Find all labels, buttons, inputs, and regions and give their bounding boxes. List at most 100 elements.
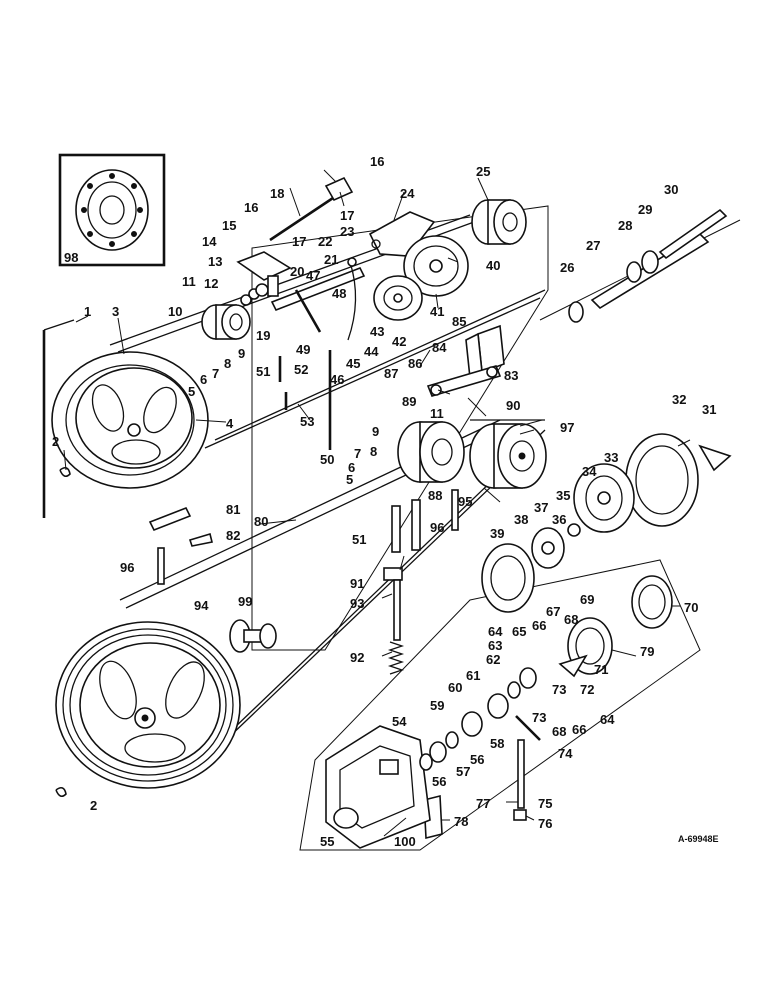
callout-64: 64 (488, 624, 503, 639)
callout-11: 11 (182, 274, 196, 289)
callout-69: 69 (580, 592, 594, 607)
callout-8: 8 (370, 444, 377, 459)
bracket-15-17 (236, 251, 292, 297)
callout-57: 57 (456, 764, 470, 779)
callout-34: 34 (582, 464, 597, 479)
callout-2: 2 (90, 798, 97, 813)
gearbox-54 (325, 725, 431, 849)
bolt-91 (383, 567, 403, 581)
pulley-4-spoke-opening (91, 384, 125, 432)
callout-99: 99 (238, 594, 252, 609)
rod-93 (393, 579, 401, 641)
pulley-94-spoke-opening (124, 733, 186, 763)
callout-96: 96 (430, 520, 444, 535)
callout-51: 51 (256, 364, 270, 379)
callout-44: 44 (364, 344, 379, 359)
bearing-10 (201, 304, 251, 340)
callout-37: 37 (534, 500, 548, 515)
callout-100: 100 (394, 834, 416, 849)
callout-11: 11 (430, 406, 444, 421)
pulley-4 (51, 351, 209, 489)
callout-55: 55 (320, 834, 334, 849)
callout-17: 17 (340, 208, 354, 223)
callout-10: 10 (168, 304, 182, 319)
pin-2-lower (55, 786, 67, 798)
callout-46: 46 (330, 372, 344, 387)
callout-62: 62 (486, 652, 500, 667)
callout-20: 20 (290, 264, 304, 279)
callout-5: 5 (188, 384, 195, 399)
callout-22: 22 (318, 234, 332, 249)
bolt-99 (229, 619, 277, 653)
callout-35: 35 (556, 488, 570, 503)
bearing-28-29 (626, 250, 659, 283)
housing-31-34 (625, 433, 732, 527)
callout-9: 9 (372, 424, 379, 439)
callout-89: 89 (402, 394, 416, 409)
rod-18 (269, 176, 354, 242)
callout-98: 98 (64, 250, 78, 265)
callout-73: 73 (552, 682, 566, 697)
callout-65: 65 (512, 624, 526, 639)
callout-97: 97 (560, 420, 574, 435)
callout-81: 81 (226, 502, 240, 517)
callout-13: 13 (208, 254, 222, 269)
callout-86: 86 (408, 356, 422, 371)
callout-9: 9 (238, 346, 245, 361)
inset-disc-inner (87, 181, 137, 239)
pin-1 (42, 319, 75, 518)
pulley-94 (55, 621, 241, 789)
callout-82: 82 (226, 528, 240, 543)
pulley-4-spoke-opening (143, 386, 177, 434)
callout-42: 42 (392, 334, 406, 349)
callout-5: 5 (346, 472, 353, 487)
callout-32: 32 (672, 392, 686, 407)
callout-23: 23 (340, 224, 354, 239)
callout-33: 33 (604, 450, 618, 465)
callout-84: 84 (432, 340, 447, 355)
callout-56: 56 (470, 752, 484, 767)
pulley-97 (469, 423, 547, 489)
pulley-94-spoke-opening (99, 660, 137, 720)
callout-2: 2 (52, 434, 59, 449)
arm-83 (426, 365, 502, 397)
gear-35-37 (531, 523, 581, 569)
callout-72: 72 (580, 682, 594, 697)
callout-24: 24 (400, 186, 415, 201)
callout-78: 78 (454, 814, 468, 829)
gear-stack-56-68 (419, 667, 541, 771)
callout-8: 8 (224, 356, 231, 371)
pulley-89 (397, 421, 465, 483)
callout-25: 25 (476, 164, 490, 179)
callout-85: 85 (452, 314, 466, 329)
callout-1: 1 (84, 304, 91, 319)
callout-40: 40 (486, 258, 500, 273)
pulley-94-spoke-opening (165, 661, 205, 719)
inset-frame (58, 153, 166, 267)
callout-66: 66 (532, 618, 546, 633)
callout-79: 79 (640, 644, 654, 659)
callout-59: 59 (430, 698, 444, 713)
callout-64: 64 (600, 712, 615, 727)
callout-68: 68 (552, 724, 566, 739)
callout-27: 27 (586, 238, 600, 253)
callout-96: 96 (120, 560, 134, 575)
callout-14: 14 (202, 234, 217, 249)
bearing-39 (481, 543, 535, 613)
pulley-42 (373, 275, 423, 321)
pulley-41 (403, 235, 469, 297)
callout-4: 4 (226, 416, 234, 431)
rod-96-right (451, 489, 459, 531)
callout-19: 19 (256, 328, 270, 343)
callout-71: 71 (594, 662, 608, 677)
callout-88: 88 (428, 488, 442, 503)
arm-20 (270, 266, 366, 333)
callout-26: 26 (560, 260, 574, 275)
callout-80: 80 (254, 514, 268, 529)
callout-87: 87 (384, 366, 398, 381)
spring-arm-21-23 (347, 257, 357, 341)
callout-21: 21 (324, 252, 338, 267)
lower-gearbox-panel-outline (299, 559, 701, 851)
callout-43: 43 (370, 324, 384, 339)
